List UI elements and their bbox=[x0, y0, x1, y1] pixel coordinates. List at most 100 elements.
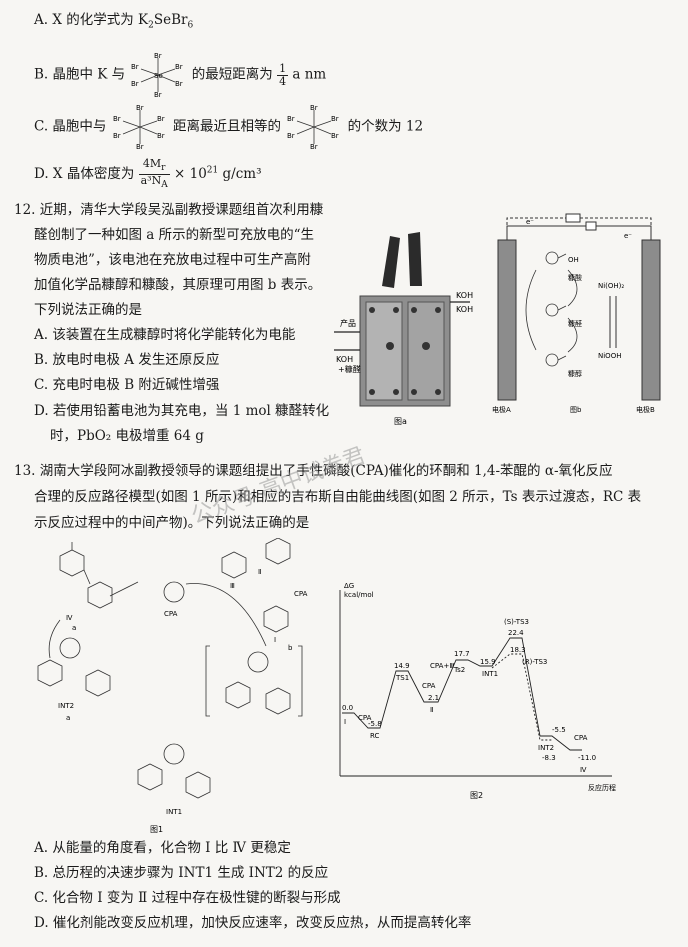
label-furfural: +糠醛 bbox=[338, 364, 361, 374]
svg-text:Br: Br bbox=[136, 143, 144, 150]
data-label: 18.3 bbox=[510, 646, 526, 654]
figure-b-label: 图b bbox=[570, 406, 582, 414]
svg-text:Br: Br bbox=[131, 80, 139, 88]
data-label: -11.0 bbox=[578, 754, 596, 762]
figure-2-energy-profile: ΔG kcal/mol 反应历程 0.0 Ⅰ CPA -5.8 RC 14.9 … bbox=[339, 582, 616, 800]
svg-text:Br: Br bbox=[113, 132, 121, 140]
figure-a-label: 图a bbox=[394, 417, 407, 426]
q13-line: 示反应过程中的中间产物)。下列说法正确的是 bbox=[34, 515, 310, 531]
q11-option-a: A. X 的化学式为 K2SeBr6 bbox=[34, 12, 194, 31]
figure-1-cycle: Ⅳ a CPA Ⅲ Ⅱ CPA Ⅰ b INT2 a INT1 图1 bbox=[37, 538, 308, 834]
svg-text:Br: Br bbox=[331, 115, 339, 123]
label-koh: KOH bbox=[456, 291, 473, 300]
data-label: -5.5 bbox=[552, 726, 566, 734]
label-niooh: NiOOH bbox=[598, 352, 621, 360]
label-product: 产品 bbox=[340, 318, 356, 328]
data-label: INT1 bbox=[482, 670, 498, 678]
data-label: TS1 bbox=[395, 674, 409, 682]
figure-1-label: 图1 bbox=[150, 825, 163, 834]
q13-option-b: B. 总历程的决速步骤为 INT1 生成 INT2 的反应 bbox=[34, 865, 329, 881]
data-label: CPA bbox=[574, 734, 588, 742]
label-cpa: CPA bbox=[294, 590, 308, 598]
label-a: a bbox=[72, 624, 76, 632]
q12-line: 醛创制了一种如图 a 所示的新型可充放电的“生 bbox=[34, 227, 315, 243]
data-label: 2.1 bbox=[428, 694, 439, 702]
svg-text:Br: Br bbox=[113, 115, 121, 123]
label-i: Ⅰ bbox=[274, 636, 276, 644]
label-int1: INT1 bbox=[166, 808, 182, 816]
label-a: a bbox=[66, 714, 70, 722]
q13-option-c: C. 化合物 Ⅰ 变为 Ⅱ 过程中存在极性键的断裂与形成 bbox=[34, 890, 341, 906]
data-label: CPA bbox=[358, 714, 372, 722]
data-label: CPA bbox=[422, 682, 436, 690]
label-ii: Ⅱ bbox=[258, 568, 261, 576]
q12-option-b: B. 放电时电极 A 发生还原反应 bbox=[34, 352, 220, 368]
data-label: (R)-TS3 bbox=[522, 658, 547, 666]
label-electron: e⁻ bbox=[624, 232, 632, 240]
q12-line: 下列说法正确的是 bbox=[34, 302, 142, 318]
svg-text:Se: Se bbox=[154, 72, 163, 80]
data-label: 15.9 bbox=[480, 658, 496, 666]
label-b: b bbox=[288, 644, 293, 652]
q13-line: 13. 湖南大学段阿冰副教授领导的课题组提出了手性磷酸(CPA)催化的环酮和 1… bbox=[14, 463, 613, 479]
svg-text:Br: Br bbox=[310, 143, 318, 150]
svg-text:Br: Br bbox=[310, 104, 318, 112]
q12-option-d: D. 若使用铅蓄电池为其充电，当 1 mol 糠醛转化 bbox=[34, 403, 330, 419]
label-int2: INT2 bbox=[58, 702, 74, 710]
label-electron: e⁻ bbox=[526, 218, 534, 226]
label-electrode-a: 电极A bbox=[492, 405, 511, 414]
data-label: 0.0 bbox=[342, 704, 353, 712]
label-iii: Ⅲ bbox=[230, 582, 235, 590]
data-label: Ts2 bbox=[453, 666, 465, 674]
data-label: CPA+Ⅲ bbox=[430, 662, 454, 670]
q12-option-c: C. 充电时电极 B 附近碱性增强 bbox=[34, 377, 220, 393]
svg-text:Br: Br bbox=[154, 91, 162, 98]
data-label: Ⅳ bbox=[580, 766, 587, 774]
svg-text:Br: Br bbox=[131, 63, 139, 71]
label-koh: KOH bbox=[336, 355, 353, 364]
q12-line: 物质电池”，该电池在充放电过程中可生产高附 bbox=[34, 252, 311, 268]
label-cpa: CPA bbox=[164, 610, 178, 618]
q13-option-a: A. 从能量的角度看，化合物 Ⅰ 比 Ⅳ 更稳定 bbox=[34, 840, 291, 856]
y-axis-label: ΔG bbox=[344, 582, 354, 590]
data-label: 22.4 bbox=[508, 629, 524, 637]
q13-line: 合理的反应路径模型(如图 1 所示)和相应的吉布斯自由能曲线图(如图 2 所示，… bbox=[34, 489, 642, 505]
svg-text:Br: Br bbox=[331, 132, 339, 140]
figure-a-device: 产品 KOH KOH +糠醛 KOH 图a bbox=[334, 232, 473, 426]
label-furoic-acid: 糠酸 bbox=[568, 273, 582, 282]
label-oh: OH bbox=[568, 256, 579, 264]
label-furfuryl-alcohol: 糠醇 bbox=[568, 369, 582, 378]
figure-2-label: 图2 bbox=[470, 791, 483, 800]
svg-text:Br: Br bbox=[175, 80, 183, 88]
x-axis-label: 反应历程 bbox=[588, 783, 616, 792]
data-label: 17.7 bbox=[454, 650, 470, 658]
svg-text:Br: Br bbox=[287, 115, 295, 123]
label-nioh2: Ni(OH)₂ bbox=[598, 282, 624, 290]
svg-text:Br: Br bbox=[157, 115, 165, 123]
data-label: INT2 bbox=[538, 744, 554, 752]
svg-text:Br: Br bbox=[136, 104, 144, 112]
svg-text:Br: Br bbox=[154, 52, 162, 60]
q12-line: 12. 近期，清华大学段吴泓副教授课题组首次利用糠 bbox=[14, 202, 324, 218]
data-label: -8.3 bbox=[542, 754, 556, 762]
data-label: RC bbox=[370, 732, 380, 740]
data-label: (S)-TS3 bbox=[504, 618, 529, 626]
label-koh: KOH bbox=[456, 305, 473, 314]
label-electrode-b: 电极B bbox=[636, 405, 655, 414]
data-label: Ⅰ bbox=[344, 718, 346, 726]
data-label: -5.8 bbox=[368, 720, 382, 728]
label-iv: Ⅳ bbox=[66, 614, 73, 622]
q13-option-d: D. 催化剂能改变反应机理，加快反应速率，改变反应热，从而提高转化率 bbox=[34, 915, 472, 931]
q12-option-a: A. 该装置在生成糠醇时将化学能转化为电能 bbox=[34, 327, 296, 343]
q12-option-d-cont: 时，PbO₂ 电极增重 64 g bbox=[50, 428, 204, 444]
label-furfural: 糠醛 bbox=[568, 319, 582, 328]
svg-text:Br: Br bbox=[287, 132, 295, 140]
data-label: 14.9 bbox=[394, 662, 410, 670]
svg-text:Br: Br bbox=[175, 63, 183, 71]
